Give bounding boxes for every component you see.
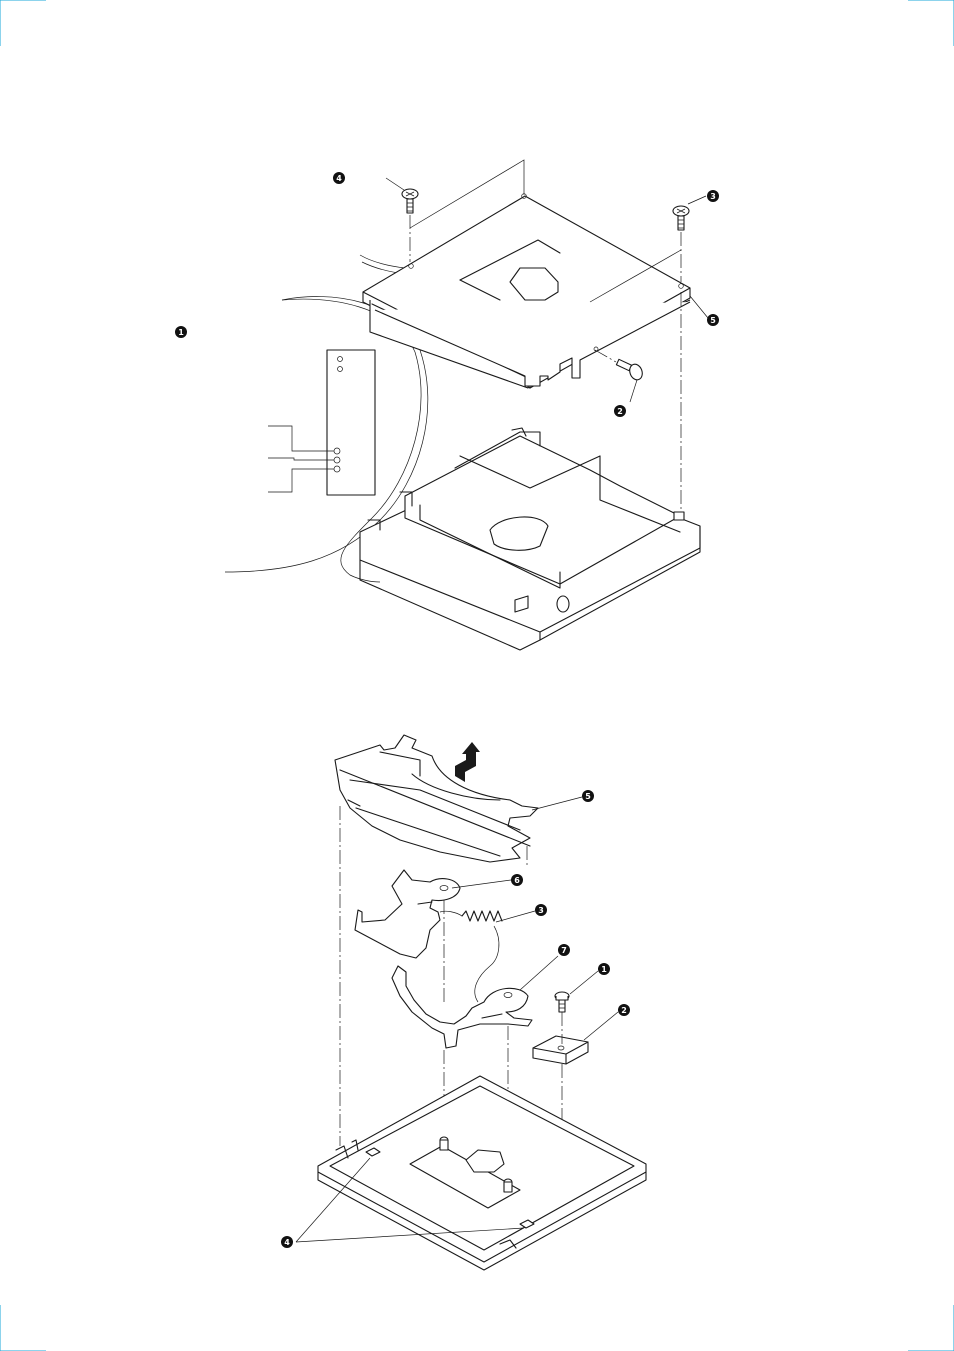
lift-arrow-icon	[455, 742, 480, 782]
svg-text:1: 1	[178, 328, 184, 337]
screw-top-right	[673, 206, 689, 230]
svg-text:3: 3	[710, 192, 716, 201]
top-cover	[363, 194, 690, 388]
svg-text:3: 3	[538, 906, 544, 915]
callout-bottom-2: 2	[618, 1004, 630, 1016]
callout-top-4: 4	[333, 172, 345, 184]
svg-text:5: 5	[585, 792, 591, 801]
callout-top-1: 1	[175, 326, 187, 338]
screw-top-left	[402, 189, 418, 213]
svg-text:2: 2	[617, 407, 623, 416]
top-figure-cover-removal: 4 3 5 1 2	[175, 160, 719, 650]
screw-side	[616, 359, 644, 381]
callout-top-2: 2	[614, 405, 626, 417]
spring	[440, 911, 502, 1002]
callout-top-3: 3	[707, 190, 719, 202]
svg-text:2: 2	[621, 1006, 627, 1015]
stop-plate	[533, 1036, 588, 1064]
svg-text:4: 4	[284, 1238, 290, 1247]
screw-bottom	[555, 992, 569, 1012]
flat-wire	[360, 255, 405, 268]
bottom-chassis	[318, 1076, 646, 1270]
svg-text:4: 4	[336, 174, 342, 183]
callout-bottom-6: 6	[511, 874, 523, 886]
callout-bottom-7: 7	[558, 944, 570, 956]
lever-lower	[392, 966, 532, 1048]
bottom-figure-lever-removal: 5 6 3 7 1 2 4	[281, 735, 646, 1270]
callout-bottom-1: 1	[598, 963, 610, 975]
callout-bottom-4: 4	[281, 1236, 293, 1248]
callout-bottom-5: 5	[582, 790, 594, 802]
svg-text:5: 5	[710, 316, 716, 325]
callout-bottom-3: 3	[535, 904, 547, 916]
callout-top-5: 5	[707, 314, 719, 326]
upper-bracket	[335, 735, 538, 862]
mechanism-chassis	[360, 428, 700, 650]
svg-text:1: 1	[601, 965, 607, 974]
svg-text:6: 6	[514, 876, 520, 885]
svg-text:7: 7	[561, 946, 567, 955]
